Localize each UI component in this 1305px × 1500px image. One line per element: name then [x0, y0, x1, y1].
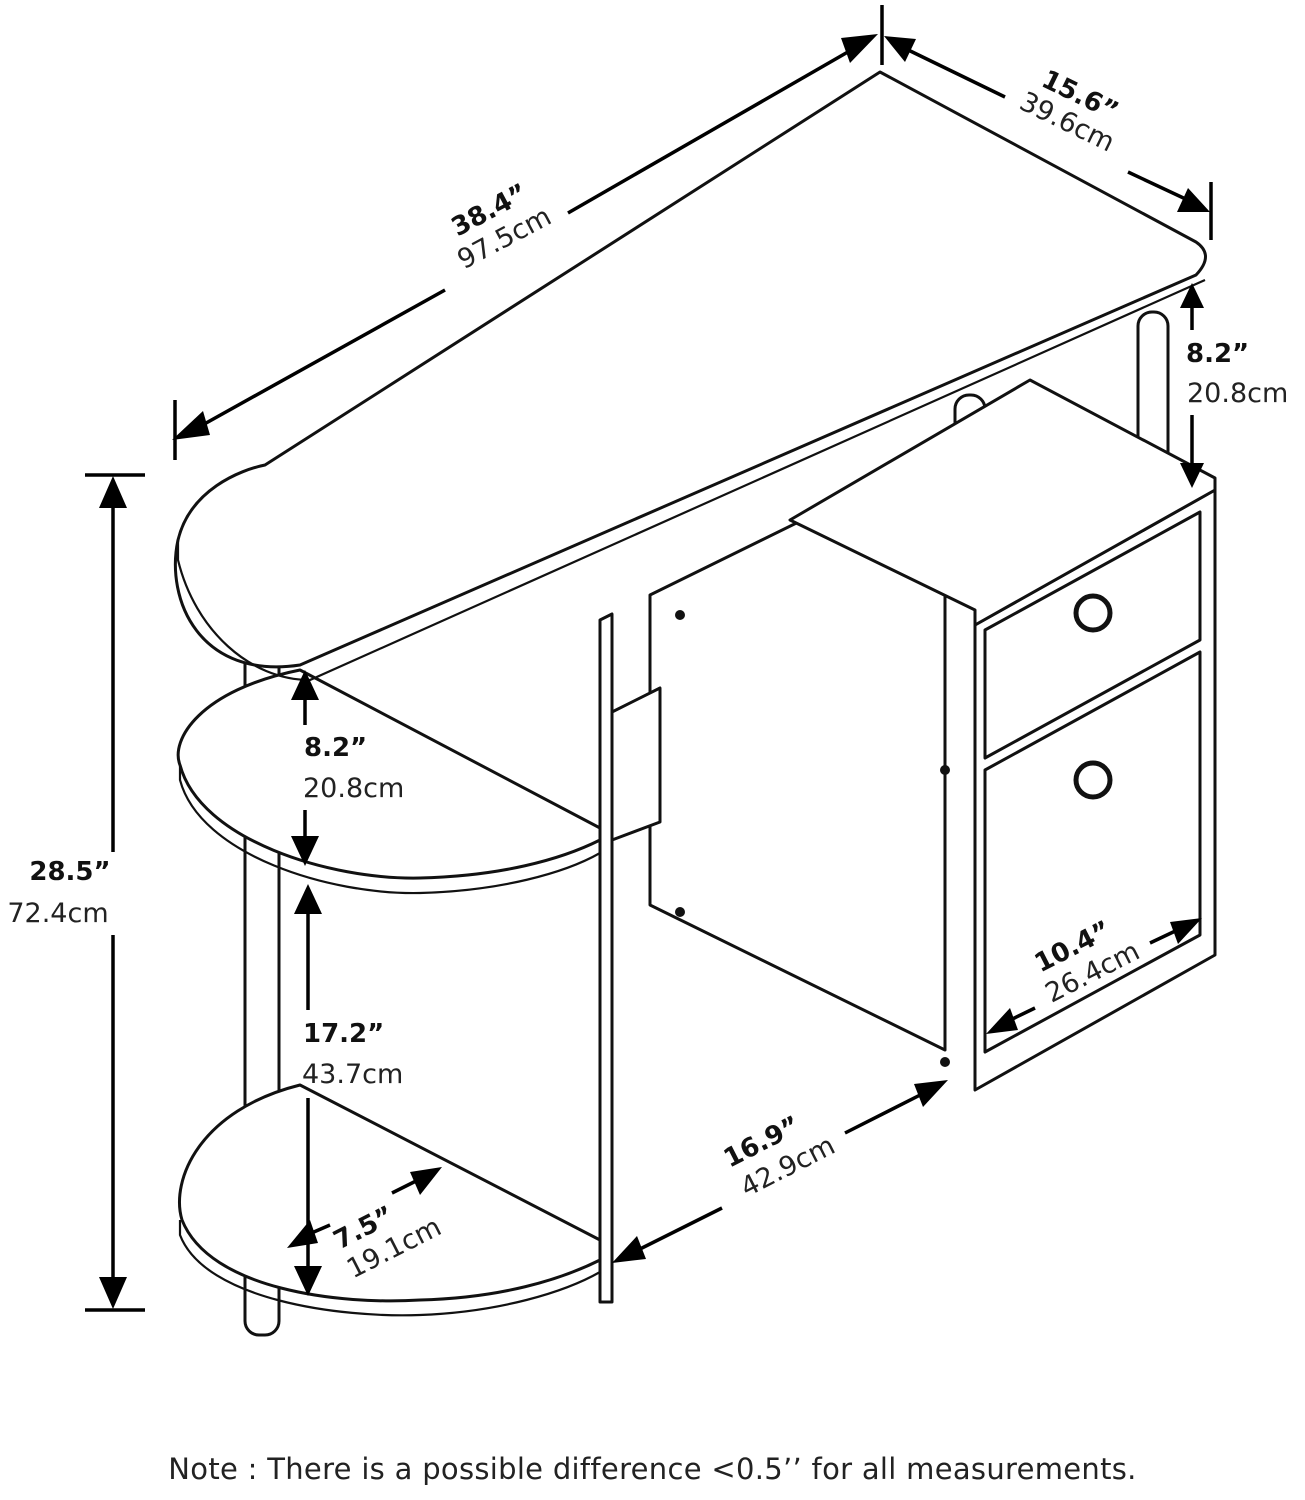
depth-dimension-line [899, 44, 1006, 99]
total-height-label: 28.5” 72.4cm [7, 857, 110, 929]
width-dimension-line [567, 43, 861, 215]
desk-drawing [173, 70, 1217, 1337]
side-divider-panel [598, 612, 614, 1304]
arrow-head-icon [410, 1167, 442, 1195]
arrow-head-icon [99, 1277, 127, 1309]
arrow-head-icon [99, 476, 127, 508]
upper-gap-inches: 8.2” [1186, 339, 1249, 369]
upper-gap-label: 8.2” 20.8cm [1186, 339, 1288, 409]
panel-screw [940, 765, 950, 775]
panel-screw [675, 610, 685, 620]
width-label: 38.4” 97.5cm [447, 178, 557, 276]
depth-label: 15.6” 39.6cm [1015, 65, 1123, 159]
shelf-gap-label: 8.2” 20.8cm [303, 733, 404, 804]
middle-round-shelf [176, 668, 602, 880]
middle-shelf-edge [178, 765, 601, 895]
arrow-head-icon [986, 1008, 1018, 1034]
top-drawer [983, 510, 1202, 760]
arrow-head-icon [1180, 463, 1204, 488]
lower-gap-label: 17.2” 43.7cm [302, 1019, 403, 1090]
bottom-drawer-handle-icon [1073, 760, 1113, 800]
knee-width-label: 16.9” 42.9cm [719, 1111, 840, 1204]
top-drawer-handle-icon [1073, 593, 1113, 633]
dimension-arrows [85, 5, 1213, 1312]
arrow-head-icon [172, 411, 210, 440]
arrow-head-icon [1170, 918, 1202, 944]
panel-screw [940, 1057, 950, 1067]
panel-screw [675, 907, 685, 917]
arrow-head-icon [294, 884, 322, 914]
arrow-head-icon [291, 670, 319, 700]
lower-shelf-edge [178, 1220, 601, 1317]
knee-width-line [844, 1088, 931, 1135]
arrow-head-icon [914, 1080, 948, 1107]
total-height-inches: 28.5” [29, 857, 110, 887]
bottom-drawer [983, 650, 1202, 1054]
arrow-head-icon [294, 1266, 322, 1296]
arrow-head-icon [1177, 188, 1210, 212]
upper-gap-cm: 20.8cm [1187, 378, 1288, 409]
total-height-cm: 72.4cm [7, 898, 108, 929]
desktop-surface [173, 70, 1207, 669]
knee-width-line [627, 1206, 723, 1257]
lower-gap-cm: 43.7cm [302, 1059, 403, 1090]
support-bracket [610, 686, 662, 842]
lower-round-shelf [178, 1083, 602, 1303]
arrow-head-icon [287, 1220, 318, 1248]
arrow-head-icon [612, 1236, 646, 1263]
arrow-head-icon [1180, 283, 1204, 308]
arrow-head-icon [884, 36, 916, 62]
arrow-head-icon [291, 836, 319, 866]
shelf-gap-cm: 20.8cm [303, 773, 404, 804]
width-dimension-line [189, 288, 446, 434]
desktop-edge [176, 278, 1206, 682]
measurement-note: Note : There is a possible difference <0… [168, 1452, 1137, 1486]
lower-gap-inches: 17.2” [303, 1019, 384, 1049]
cabinet-top [788, 378, 1217, 627]
shelf-gap-inches: 8.2” [304, 733, 367, 763]
depth-dimension-line [1127, 170, 1193, 204]
arrow-head-icon [841, 34, 878, 63]
